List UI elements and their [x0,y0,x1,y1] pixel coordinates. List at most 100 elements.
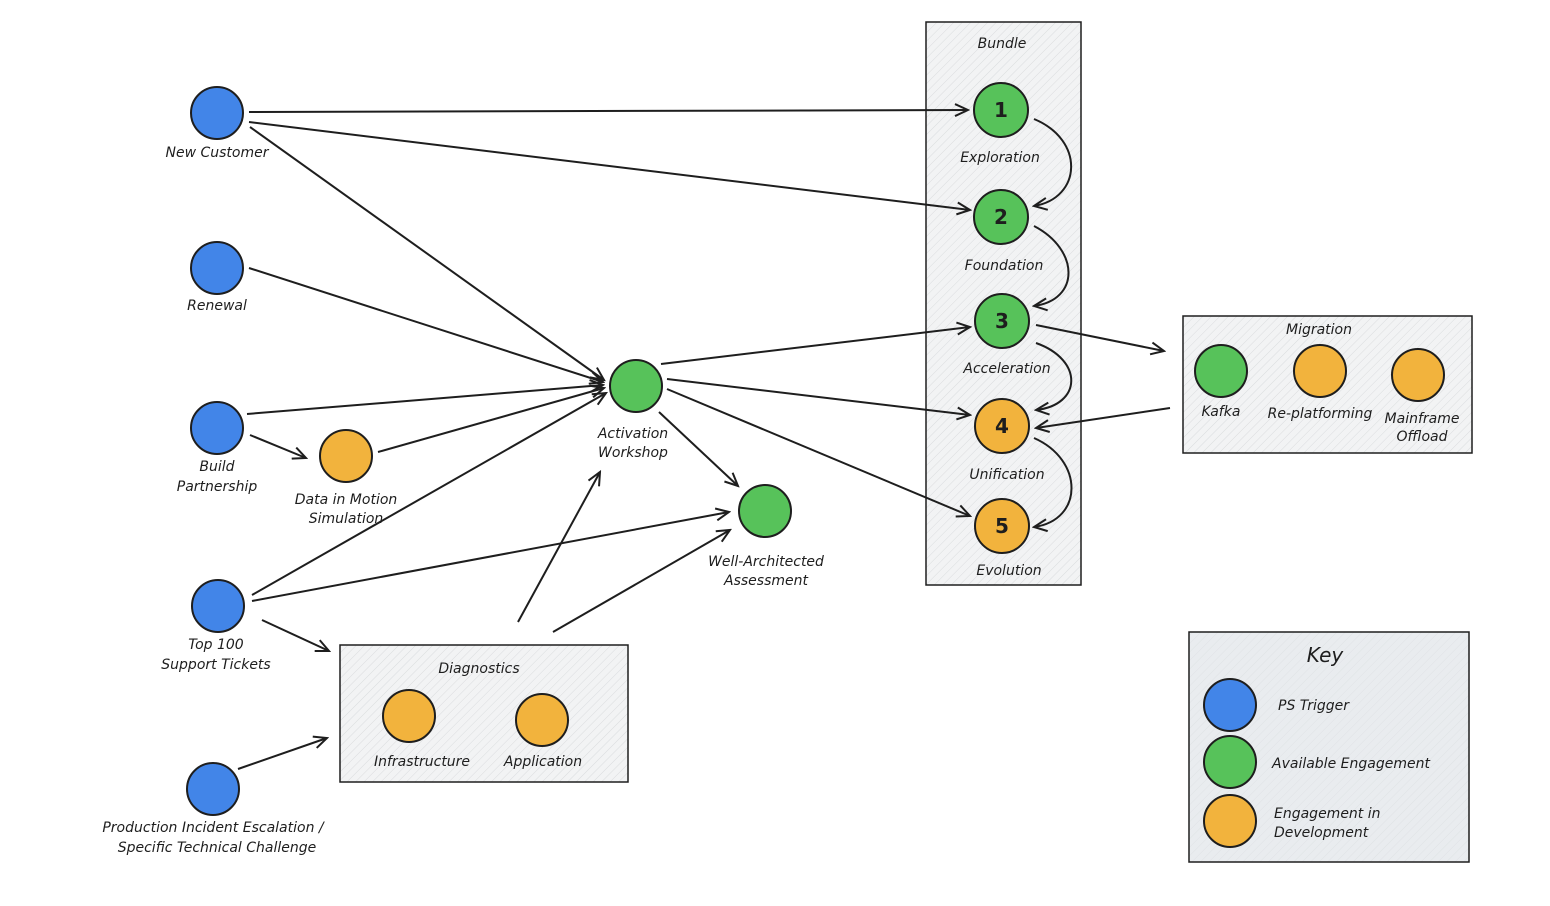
node-well-architected[interactable]: Well-Architected Assessment [708,484,824,589]
edge-activation-evolution [666,388,970,516]
edge-diagnostics-activation [517,472,600,623]
diagnostics-title: Diagnostics [438,661,519,677]
new-customer-label: New Customer [166,145,270,161]
key-label: PS Trigger [1278,698,1350,714]
key-swatch-trigger [1203,678,1257,732]
bundle-number: 3 [995,309,1009,333]
migration-item-replatforming[interactable]: Re-platforming [1268,344,1373,422]
migration-item-kafka[interactable]: Kafka [1194,344,1248,420]
edges [237,110,1171,770]
node-new-customer[interactable]: New Customer [166,86,270,161]
edge-newcustomer-foundation [248,121,970,210]
bundle-circle [974,398,1030,454]
edge-exploration-foundation [1034,118,1072,206]
node-build-partnership[interactable]: Build Partnership [177,401,258,495]
bundle-number: 1 [994,98,1008,122]
bundle-label: Evolution [976,563,1041,579]
node-activation-workshop[interactable]: Activation Workshop [597,359,668,461]
trigger-circle [190,86,244,140]
migration-title: Migration [1286,322,1352,338]
production-incident-label-2: Specific Technical Challenge [118,840,317,856]
bundle-item-acceleration[interactable]: 3 Acceleration [962,293,1051,377]
bundle-item-evolution[interactable]: 5 Evolution [974,498,1042,579]
edge-acceleration-unification [1036,342,1073,410]
edge-top100-activation [251,393,606,596]
engagement-circle [738,484,792,538]
key-label-2: Development [1274,825,1369,841]
engagement-circle [319,429,373,483]
node-production-incident[interactable]: Production Incident Escalation / Specifi… [102,762,325,856]
migration-item-mainframe-offload[interactable]: Mainframe Offload [1385,348,1460,445]
diagnostics-item-application[interactable]: Application [503,693,582,770]
node-top-100[interactable]: Top 100 Support Tickets [161,579,271,673]
migration-circle [1391,348,1445,402]
edge-acceleration-migration [1035,324,1164,351]
diagnostics-label: Application [503,754,582,770]
bundle-label: Unification [969,467,1044,483]
bundle-number: 5 [995,514,1009,538]
migration-label: Re-platforming [1268,406,1373,422]
top-100-label-1: Top 100 [188,637,244,653]
diagnostics-item-infrastructure[interactable]: Infrastructure [374,689,470,770]
node-renewal[interactable]: Renewal [187,241,247,314]
edge-activation-unification [666,378,970,415]
bundle-title: Bundle [978,36,1027,52]
bundle-label: Acceleration [962,361,1050,377]
engagement-circle [609,359,663,413]
bundle-label: Exploration [960,150,1040,166]
activation-workshop-label-1: Activation [597,426,668,442]
key-label: Available Engagement [1271,756,1430,772]
build-partnership-label-2: Partnership [177,479,258,495]
trigger-circle [190,241,244,295]
diagnostics-circle [515,693,569,747]
diagnostics-circle [382,689,436,743]
edge-migration-unification [1036,407,1171,428]
bundle-circle [973,189,1029,245]
bundle-item-exploration[interactable]: 1 Exploration [960,82,1040,166]
migration-label-2: Offload [1396,429,1447,445]
key-swatch-available [1203,735,1257,789]
edge-datainmotion-activation [377,388,604,453]
activation-workshop-label-2: Workshop [598,445,668,461]
edge-incident-diagnostics [237,738,327,770]
bundle-number: 2 [994,205,1008,229]
trigger-circle [191,579,245,633]
key-item-ps-trigger: PS Trigger [1203,678,1350,732]
migration-circle [1194,344,1248,398]
renewal-label: Renewal [187,298,247,314]
key-title: Key [1307,643,1345,667]
edge-top100-wellarchitected [251,512,729,602]
edge-newcustomer-activation [249,126,604,380]
migration-label: Kafka [1202,404,1241,420]
edge-activation-wellarchitected [658,411,738,486]
edge-renewal-activation [248,267,603,382]
edge-unification-evolution [1034,437,1073,527]
edge-diagnostics-wellarchitected [552,530,730,633]
well-architected-label-1: Well-Architected [708,554,824,570]
edge-top100-diagnostics [261,619,329,651]
bundle-circle [974,293,1030,349]
data-in-motion-label-2: Simulation [309,511,384,527]
trigger-circle [190,401,244,455]
key-item-available: Available Engagement [1203,735,1430,789]
node-data-in-motion[interactable]: Data in Motion Simulation [295,429,398,527]
bundle-circle [973,82,1029,138]
edge-partnership-datainmotion [249,434,306,458]
bundle-item-foundation[interactable]: 2 Foundation [965,189,1044,274]
trigger-circle [186,762,240,816]
diagnostics-label: Infrastructure [374,754,470,770]
edge-activation-acceleration [660,327,970,365]
bundle-label: Foundation [965,258,1044,274]
production-incident-label-1: Production Incident Escalation / [102,820,325,836]
top-100-label-2: Support Tickets [161,657,270,673]
bundle-item-unification[interactable]: 4 Unification [969,398,1045,483]
key-item-development: Engagement in Development [1203,794,1381,848]
migration-circle [1293,344,1347,398]
bundle-circle [974,498,1030,554]
key-swatch-development [1203,794,1257,848]
edge-partnership-activation [246,385,603,415]
edge-foundation-acceleration [1034,225,1070,306]
bundle-number: 4 [995,414,1009,438]
